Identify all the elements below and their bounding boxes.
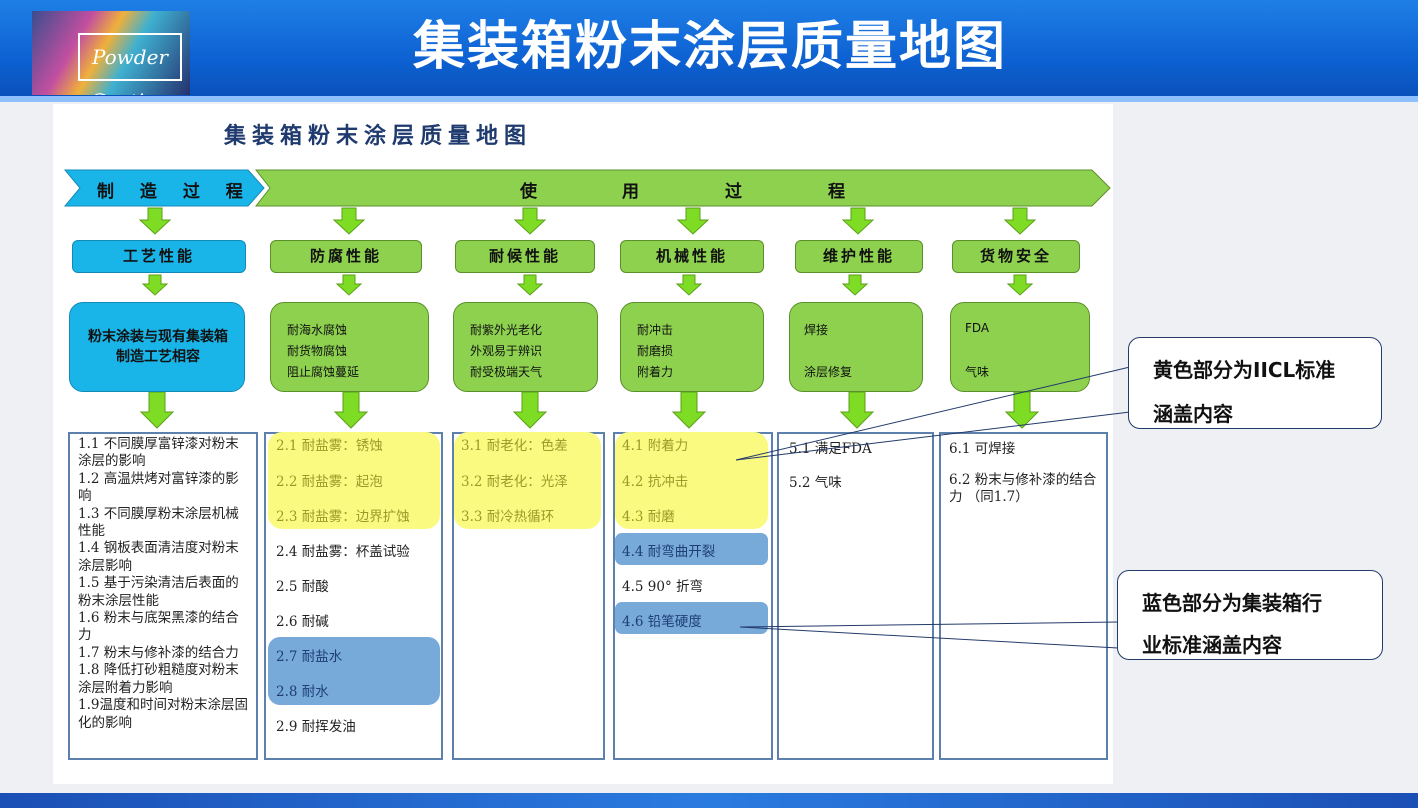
list-item: 2.5 耐酸 bbox=[276, 579, 329, 595]
list-item: 1.3 不同膜厚粉末涂层机械性能 bbox=[78, 505, 239, 540]
page-title: 集装箱粉末涂层质量地图 bbox=[412, 17, 1007, 77]
footer-bar bbox=[0, 793, 1418, 808]
callout-line-yellow-2 bbox=[735, 411, 1131, 461]
desc-corrosion-line-3: 阻止腐蚀蔓延 bbox=[287, 365, 360, 379]
desc-corrosion-line-1: 耐海水腐蚀 bbox=[287, 323, 348, 337]
list-item: 1.7 粉末与修补漆的结合力 bbox=[78, 644, 239, 661]
manufacture-phase-label: 制 造 过 程 bbox=[97, 182, 253, 202]
use-phase-word-3: 过 bbox=[725, 182, 742, 202]
category-maintenance: 维护性能 bbox=[795, 240, 923, 273]
list-item: 2.2 耐盐雾：起泡 bbox=[276, 474, 383, 490]
callout-line-blue-1 bbox=[739, 621, 1119, 628]
desc-weathering-line-3: 耐受极端天气 bbox=[470, 365, 543, 379]
list-item: 2.4 耐盐雾：杯盖试验 bbox=[276, 544, 410, 560]
highlight-industry-pencil bbox=[615, 602, 768, 634]
highlight-iicl-weathering bbox=[454, 432, 601, 529]
diagram-title: 集装箱粉末涂层质量地图 bbox=[223, 124, 532, 149]
callout-industry: 蓝色部分为集装箱行 业标准涵盖内容 bbox=[1117, 570, 1383, 660]
list-item: 1.8 降低打砂粗糙度对粉末涂层附着力影响 bbox=[78, 662, 239, 696]
list-item: 2.3 耐盐雾：边界扩蚀 bbox=[276, 509, 410, 525]
category-corrosion: 防腐性能 bbox=[270, 240, 422, 273]
callout-iicl-line-1: 黄色部分为IICL标准 bbox=[1153, 358, 1336, 382]
callout-industry-line-1: 蓝色部分为集装箱行 bbox=[1142, 591, 1322, 615]
list-item: 6.1 可焊接 bbox=[949, 441, 1016, 457]
category-process: 工艺性能 bbox=[72, 240, 246, 273]
list-item: 4.3 耐磨 bbox=[622, 509, 675, 525]
desc-corrosion: 耐海水腐蚀 耐货物腐蚀 阻止腐蚀蔓延 bbox=[270, 302, 429, 392]
list-item: 2.1 耐盐雾：锈蚀 bbox=[276, 438, 383, 454]
use-phase-word-2: 用 bbox=[622, 182, 639, 202]
list-item: 4.1 附着力 bbox=[622, 438, 689, 454]
desc-weathering-line-2: 外观易于辨识 bbox=[470, 344, 543, 358]
desc-maintenance-line-2: 涂层修复 bbox=[804, 365, 853, 379]
column-cargo-safety bbox=[939, 432, 1108, 760]
callout-iicl: 黄色部分为IICL标准 涵盖内容 bbox=[1128, 337, 1382, 429]
list-item: 2.8 耐水 bbox=[276, 684, 329, 700]
highlight-industry-bend bbox=[615, 533, 768, 565]
callout-iicl-line-2: 涵盖内容 bbox=[1153, 402, 1233, 426]
list-item: 1.9温度和时间对粉末涂层固化的影响 bbox=[78, 697, 248, 731]
list-item: 4.2 抗冲击 bbox=[622, 474, 689, 490]
highlight-industry-corrosion bbox=[268, 637, 440, 705]
desc-cargo-line-1: FDA bbox=[965, 321, 990, 335]
list-item: 5.2 气味 bbox=[789, 475, 842, 491]
highlight-iicl-corrosion bbox=[268, 432, 440, 529]
desc-maintenance-line-1: 焊接 bbox=[804, 323, 829, 337]
list-item: 2.6 耐碱 bbox=[276, 614, 329, 630]
desc-maintenance: 焊接 涂层修复 bbox=[789, 302, 923, 392]
use-phase-word-4: 程 bbox=[828, 182, 845, 202]
desc-mechanical: 耐冲击 耐磨损 附着力 bbox=[620, 302, 764, 392]
desc-weathering-line-1: 耐紫外光老化 bbox=[470, 323, 543, 337]
column-process-list: 1.1 不同膜厚富锌漆对粉末涂层的影响 1.2 高温烘烤对富锌漆的影响 1.3 … bbox=[78, 436, 248, 732]
column-process bbox=[68, 432, 258, 760]
category-weathering: 耐候性能 bbox=[455, 240, 595, 273]
category-cargo-safety: 货物安全 bbox=[952, 240, 1080, 273]
list-item: 2.7 耐盐水 bbox=[276, 649, 343, 665]
callout-line-blue-2 bbox=[739, 626, 1119, 649]
desc-weathering: 耐紫外光老化 外观易于辨识 耐受极端天气 bbox=[453, 302, 598, 392]
list-item: 1.5 基于污染清洁后表面的粉末涂层性能 bbox=[78, 575, 239, 609]
category-mechanical: 机械性能 bbox=[620, 240, 764, 273]
desc-mechanical-line-3: 附着力 bbox=[637, 365, 674, 379]
callout-line-yellow-1 bbox=[735, 366, 1131, 461]
desc-mechanical-line-2: 耐磨损 bbox=[637, 344, 674, 358]
list-item: 4.6 铅笔硬度 bbox=[622, 614, 702, 630]
desc-cargo-safety: FDA 气味 bbox=[950, 302, 1090, 392]
desc-process: 粉末涂装与现有集装箱制造工艺相容 bbox=[69, 302, 245, 392]
use-phase-arrow bbox=[254, 169, 1111, 207]
list-item: 3.3 耐冷热循环 bbox=[461, 509, 555, 525]
desc-process-text: 粉末涂装与现有集装箱制造工艺相容 bbox=[88, 329, 228, 365]
title-bar bbox=[0, 0, 1418, 100]
list-item: 6.2 粉末与修补漆的结合力 （同1.7） bbox=[949, 472, 1097, 505]
title-bar-divider bbox=[0, 96, 1418, 102]
powder-coating-logo: Powder Coating bbox=[32, 11, 190, 95]
logo-text: Powder Coating bbox=[78, 33, 182, 95]
list-item: 1.1 不同膜厚富锌漆对粉末涂层的影响 bbox=[78, 436, 239, 470]
desc-corrosion-line-2: 耐货物腐蚀 bbox=[287, 344, 348, 358]
list-item: 2.9 耐挥发油 bbox=[276, 719, 356, 735]
manufacture-phase-arrow bbox=[63, 169, 265, 207]
list-item: 4.4 耐弯曲开裂 bbox=[622, 544, 716, 560]
list-item: 4.5 90° 折弯 bbox=[622, 579, 703, 595]
list-item: 1.2 高温烘烤对富锌漆的影响 bbox=[78, 470, 239, 505]
column-maintenance bbox=[777, 432, 934, 760]
desc-cargo-line-2: 气味 bbox=[965, 365, 990, 379]
list-item: 3.1 耐老化：色差 bbox=[461, 438, 568, 454]
callout-industry-line-2: 业标准涵盖内容 bbox=[1142, 633, 1282, 657]
list-item: 1.4 钢板表面清洁度对粉末涂层影响 bbox=[78, 540, 239, 574]
use-phase-word-1: 使 bbox=[520, 182, 537, 202]
desc-mechanical-line-1: 耐冲击 bbox=[637, 323, 674, 337]
highlight-iicl-mechanical bbox=[615, 432, 768, 529]
list-item: 1.6 粉末与底架黑漆的结合力 bbox=[78, 610, 239, 644]
list-item: 3.2 耐老化：光泽 bbox=[461, 474, 568, 490]
